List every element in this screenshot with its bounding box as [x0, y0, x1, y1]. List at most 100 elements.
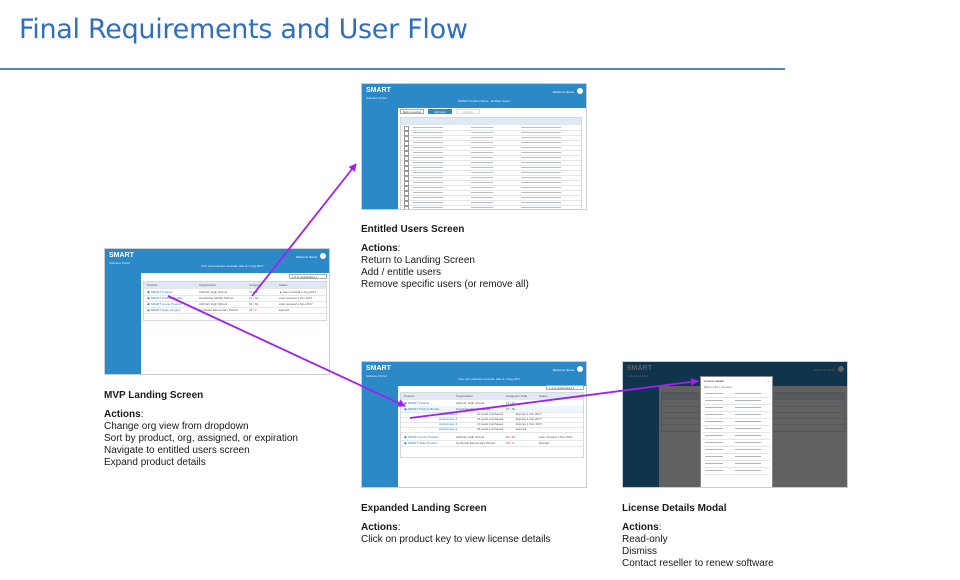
- row-checkbox: [404, 196, 409, 201]
- row-text-placeholder: [521, 177, 561, 178]
- table-row: [401, 200, 581, 206]
- row-text-placeholder: [471, 172, 493, 173]
- license-details-modal: License details × Back to list / renewal: [700, 376, 773, 487]
- row-text-placeholder: [413, 172, 443, 173]
- row-text-placeholder: [521, 137, 561, 138]
- expanded-caption: Expanded Landing Screen: [361, 503, 487, 514]
- mvp-landing-thumbnail: SMART Software Portal Your next software…: [104, 248, 330, 375]
- row-text-placeholder: [471, 132, 493, 133]
- arrow-to-expanded: [167, 295, 406, 407]
- smart-logo: SMART: [366, 365, 391, 372]
- table-row: [401, 195, 581, 201]
- modal-detail-row: [703, 454, 770, 461]
- modal-detail-row: [703, 405, 770, 412]
- logo-subtitle: Software Portal: [366, 374, 387, 378]
- detail-text-placeholder: [705, 428, 723, 429]
- modal-detail-row: [703, 426, 770, 433]
- row-text-placeholder: [471, 147, 493, 148]
- row-text-placeholder: [521, 142, 561, 143]
- header-subtitle: Your next software renewal: date & 1 Aug…: [458, 377, 521, 381]
- modal-detail-row: [703, 412, 770, 419]
- row-text-placeholder: [413, 177, 443, 178]
- row-text-placeholder: [521, 152, 561, 153]
- modal-detail-row: [703, 433, 770, 440]
- detail-text-placeholder: [735, 400, 761, 401]
- table-row: [401, 170, 581, 176]
- row-text-placeholder: [521, 132, 561, 133]
- row-text-placeholder: [521, 172, 561, 173]
- mvp-action: Expand product details: [104, 457, 206, 468]
- detail-text-placeholder: [705, 463, 723, 464]
- table-header: [401, 118, 581, 125]
- app-header: SMART Product Name · Entitled Users Welc…: [398, 84, 586, 108]
- modal-detail-row: [703, 440, 770, 447]
- row-text-placeholder: [471, 187, 493, 188]
- row-text-placeholder: [471, 177, 493, 178]
- app-sidebar: SMART Software Portal: [105, 249, 141, 374]
- row-text-placeholder: [413, 142, 443, 143]
- header-subtitle: SMART Product Name · Entitled Users: [458, 99, 510, 103]
- mvp-action: Change org view from dropdown: [104, 421, 249, 432]
- row-text-placeholder: [471, 167, 493, 168]
- detail-text-placeholder: [735, 456, 761, 457]
- table-row: [401, 185, 581, 191]
- app-sidebar: SMART Software Portal: [362, 362, 398, 487]
- logo-subtitle: Software Portal: [366, 96, 387, 100]
- detail-text-placeholder: [735, 470, 761, 471]
- license-caption: License Details Modal: [622, 503, 727, 514]
- detail-text-placeholder: [735, 435, 761, 436]
- row-text-placeholder: [471, 142, 493, 143]
- row-text-placeholder: [521, 127, 561, 128]
- table-row: [401, 155, 581, 161]
- table-header: Product Organization Assigned Status: [144, 282, 326, 289]
- key-row: product-key-4 15 seats purchased Expired: [401, 427, 583, 433]
- table-row: ▣ SMART Older Product Northeast Elementa…: [401, 440, 583, 447]
- row-text-placeholder: [521, 192, 561, 193]
- license-actions: Actions: Read-only Dismiss Contact resel…: [622, 522, 774, 569]
- license-action: Dismiss: [622, 546, 657, 557]
- row-text-placeholder: [521, 167, 561, 168]
- mvp-action: Navigate to entitled users screen: [104, 445, 250, 456]
- detail-text-placeholder: [705, 421, 723, 422]
- row-text-placeholder: [471, 162, 493, 163]
- row-text-placeholder: [521, 187, 561, 188]
- row-text-placeholder: [413, 162, 443, 163]
- users-table: [400, 117, 582, 209]
- row-text-placeholder: [471, 202, 493, 203]
- detail-text-placeholder: [705, 442, 723, 443]
- table-header: Product Organization Assigned / Total St…: [401, 393, 583, 400]
- products-table: Product Organization Assigned / Total St…: [400, 392, 584, 458]
- expanded-action: Click on product key to view license det…: [361, 534, 551, 545]
- expanded-actions: Actions: Click on product key to view li…: [361, 522, 551, 545]
- mvp-action: Sort by product, org, assigned, or expir…: [104, 433, 298, 444]
- row-text-placeholder: [413, 157, 443, 158]
- remove-button: Remove: [456, 109, 480, 114]
- table-row: [401, 165, 581, 171]
- modal-detail-row: [703, 461, 770, 468]
- row-text-placeholder: [413, 152, 443, 153]
- license-actions-label: Actions: [622, 522, 659, 533]
- row-text-placeholder: [413, 197, 443, 198]
- row-checkbox: [404, 166, 409, 171]
- detail-text-placeholder: [735, 449, 761, 450]
- entitled-action: Remove specific users (or remove all): [361, 279, 529, 290]
- detail-text-placeholder: [705, 449, 723, 450]
- modal-detail-row: [703, 419, 770, 426]
- smart-logo: SMART: [109, 252, 134, 259]
- page-title: Final Requirements and User Flow: [19, 14, 468, 45]
- license-action: Read-only: [622, 534, 668, 545]
- detail-text-placeholder: [735, 428, 761, 429]
- detail-text-placeholder: [705, 414, 723, 415]
- welcome-text: Welcome Name: [552, 368, 574, 372]
- license-action: Contact reseller to renew software: [622, 558, 774, 569]
- detail-text-placeholder: [705, 435, 723, 436]
- expanded-landing-thumbnail: SMART Software Portal Your next software…: [361, 361, 587, 488]
- avatar: [577, 88, 583, 94]
- arrow-to-license: [409, 377, 699, 419]
- entitled-action: Return to Landing Screen: [361, 255, 475, 266]
- key-row: product-key-3 10 seats purchased Expires…: [401, 422, 583, 428]
- modal-detail-row: [703, 391, 770, 398]
- avatar: [577, 366, 583, 372]
- app-header: Your next software renewal: date & 1 Aug…: [141, 249, 329, 273]
